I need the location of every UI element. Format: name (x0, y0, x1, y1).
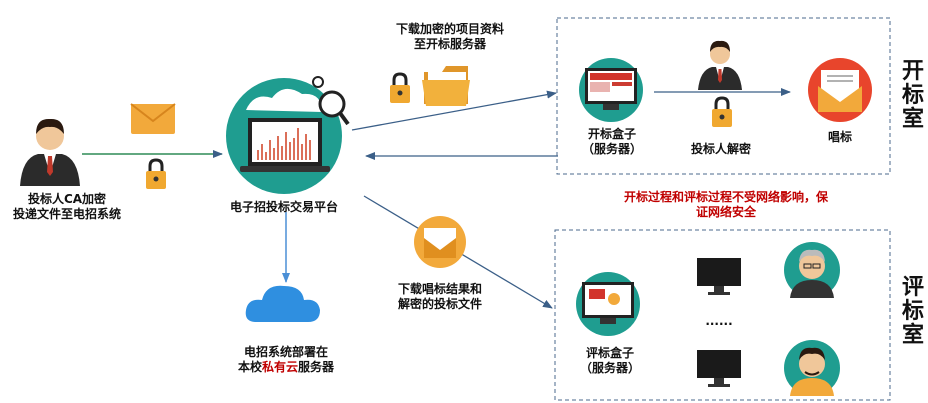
ellipsis: ...... (705, 314, 733, 328)
cloud-label-highlight: 私有云 (261, 360, 298, 374)
evaluation-room-char: 评 (901, 275, 924, 300)
opening-room-char: 开 (901, 59, 924, 84)
opening-box-name: 开标盒子 (587, 127, 636, 141)
evaluation-box-name: 评标盒子 (585, 346, 634, 360)
bidder-person-icon (20, 118, 80, 186)
opening-room-char: 室 (901, 107, 924, 132)
download-encrypted-line1: 下载加密的项目资料 (395, 22, 504, 36)
evaluation-box-server: （服务器） (579, 361, 640, 375)
network-note-line1: 开标过程和评标过程不受网络影响，保 (623, 190, 828, 204)
envelope-icon (130, 103, 176, 134)
arrow-platform-to-opening (351, 90, 557, 131)
opening-server-icon (579, 58, 643, 122)
evaluation-server-icon (576, 272, 640, 336)
envelope-circle-icon (414, 216, 466, 268)
folder-icon (422, 66, 470, 106)
cloud-label-line1: 电招系统部署在 (243, 345, 328, 359)
opening-room-char: 标 (901, 83, 924, 108)
announce-envelope-icon (808, 58, 872, 122)
monitor-icon (697, 258, 741, 295)
cloud-label-suffix: 服务器 (298, 360, 335, 374)
padlock-icon (712, 96, 732, 127)
opening-box-label: 开标盒子 （服务器） (576, 127, 648, 157)
cloud-label: 电招系统部署在 本校私有云服务器 (226, 345, 346, 375)
bidder-label: 投标人CA加密 投递文件至电招系统 (2, 192, 132, 222)
evaluation-box-label: 评标盒子 （服务器） (574, 346, 646, 376)
cloud-icon (245, 285, 320, 322)
opening-room-box (556, 17, 891, 175)
laptop-chart-icon (226, 76, 350, 194)
cloud-label-prefix: 本校 (237, 360, 262, 374)
download-results-line1: 下载唱标结果和 (397, 282, 482, 296)
cloud-label-line2: 本校私有云服务器 (226, 360, 346, 375)
network-note: 开标过程和评标过程不受网络影响，保 证网络安全 (596, 190, 856, 220)
evaluation-room-char: 室 (901, 323, 924, 348)
bidder-decrypt-label: 投标人解密 (690, 142, 751, 156)
evaluation-room-title: 评 标 室 (899, 276, 927, 348)
padlock-icon (146, 158, 166, 189)
download-results-line2: 解密的投标文件 (397, 297, 482, 311)
network-note-line2: 证网络安全 (695, 205, 756, 219)
download-encrypted-label: 下载加密的项目资料 至开标服务器 (385, 22, 515, 52)
evaluation-room-box (554, 229, 891, 401)
download-encrypted-line2: 至开标服务器 (413, 37, 486, 51)
evaluation-room-char: 标 (901, 299, 924, 324)
bidder-label-line2: 投递文件至电招系统 (12, 207, 121, 221)
platform-label: 电子招投标交易平台 (229, 200, 338, 214)
announce-label: 唱标 (827, 130, 852, 144)
padlock-icon (390, 72, 410, 103)
monitor-icon (697, 350, 741, 387)
opening-room-title: 开 标 室 (899, 60, 927, 132)
expert-avatar-icon (784, 242, 840, 298)
opening-box-server: （服务器） (581, 142, 642, 156)
bidder-label-line1: 投标人CA加密 (27, 192, 107, 206)
expert-avatar-icon (784, 340, 840, 396)
bidder-decrypt-person-icon (698, 40, 742, 90)
download-results-label: 下载唱标结果和 解密的投标文件 (380, 282, 500, 312)
